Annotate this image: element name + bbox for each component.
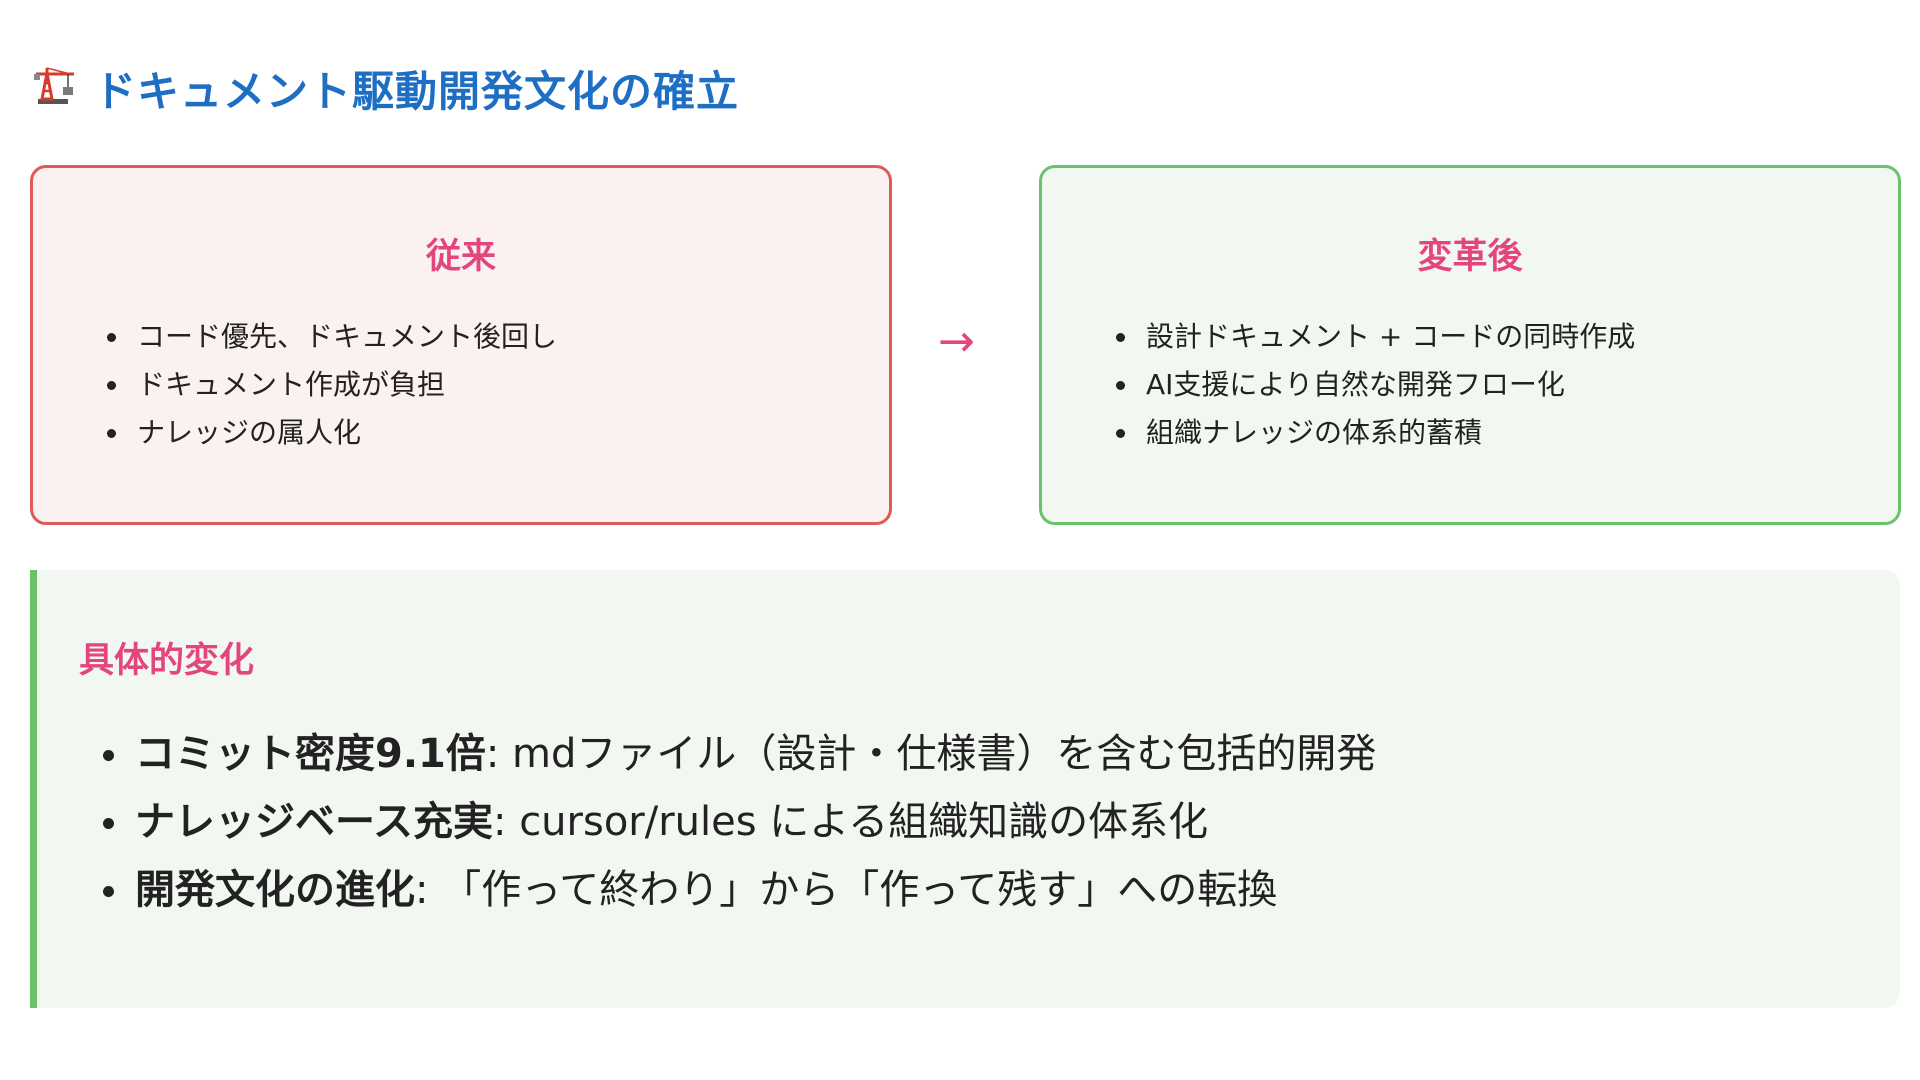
- list-item: コミット密度9.1倍: mdファイル（設計・仕様書）を含む包括的開発: [97, 720, 1376, 788]
- before-list: コード優先、ドキュメント後回し ドキュメント作成が負担 ナレッジの属人化: [103, 313, 557, 457]
- page-title: ドキュメント駆動開発文化の確立: [94, 66, 740, 116]
- after-heading: 変革後: [1417, 237, 1523, 277]
- list-item: 組織ナレッジの体系的蓄積: [1112, 409, 1635, 457]
- change-text: : mdファイル（設計・仕様書）を含む包括的開発: [485, 731, 1377, 777]
- changes-panel: 具体的変化 コミット密度9.1倍: mdファイル（設計・仕様書）を含む包括的開発…: [30, 570, 1900, 1008]
- list-item: 設計ドキュメント + コードの同時作成: [1112, 313, 1635, 361]
- list-item: 開発文化の進化: 「作って終わり」から「作って残す」への転換: [97, 856, 1376, 924]
- list-item: AI支援により自然な開発フロー化: [1112, 361, 1635, 409]
- change-label: ナレッジベース充実: [135, 799, 493, 845]
- before-heading: 従来: [425, 237, 496, 277]
- change-label: コミット密度9.1倍: [135, 731, 486, 777]
- before-card: 従来 コード優先、ドキュメント後回し ドキュメント作成が負担 ナレッジの属人化: [30, 165, 892, 525]
- list-item: コード優先、ドキュメント後回し: [103, 313, 557, 361]
- after-card: 変革後 設計ドキュメント + コードの同時作成 AI支援により自然な開発フロー化…: [1039, 165, 1901, 525]
- list-item: ドキュメント作成が負担: [103, 361, 557, 409]
- crane-icon: [34, 67, 74, 104]
- list-item: ナレッジの属人化: [103, 409, 557, 457]
- change-text: : 「作って終わり」から「作って残す」への転換: [415, 867, 1278, 913]
- right-arrow-icon: →: [938, 316, 975, 367]
- changes-list: コミット密度9.1倍: mdファイル（設計・仕様書）を含む包括的開発 ナレッジベ…: [97, 720, 1376, 924]
- changes-heading: 具体的変化: [79, 641, 255, 681]
- change-text: : cursor/rules による組織知識の体系化: [493, 799, 1209, 845]
- change-label: 開発文化の進化: [135, 867, 415, 913]
- list-item: ナレッジベース充実: cursor/rules による組織知識の体系化: [97, 788, 1376, 856]
- after-list: 設計ドキュメント + コードの同時作成 AI支援により自然な開発フロー化 組織ナ…: [1112, 313, 1635, 457]
- page-title-row: ドキュメント駆動開発文化の確立: [32, 56, 739, 120]
